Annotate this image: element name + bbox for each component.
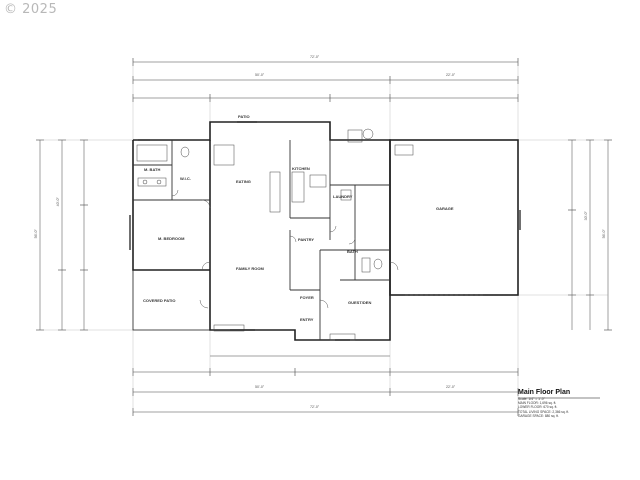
- dim-left-inner: 40'-0": [55, 197, 60, 207]
- dim-left-overall: 56'-0": [33, 229, 38, 239]
- room-label-entry: ENTRY: [300, 317, 314, 322]
- room-label-guest-bedroom: GUEST/DEN: [348, 300, 372, 305]
- plan-area-line: MAIN FLOOR: 1,696 sq. ft.: [518, 401, 557, 405]
- room-label-patio: PATIO: [238, 114, 250, 119]
- room-label-kitchen: KITCHEN: [292, 166, 310, 171]
- window-markers: [129, 121, 521, 341]
- door-swings: [171, 189, 399, 309]
- dim-right-overall: 56'-0": [601, 229, 606, 239]
- room-label-garage: GARAGE: [436, 206, 454, 211]
- dim-bottom-left: 50'-0": [255, 385, 265, 389]
- plan-scale: Scale: 1/4" = 1'-0": [518, 397, 545, 401]
- room-label-m-bedroom: M. BEDROOM: [158, 236, 185, 241]
- room-label-family-room: FAMILY ROOM: [236, 266, 264, 271]
- dim-overall-top: 72'-0": [310, 55, 320, 59]
- dimension-lines: [36, 58, 612, 416]
- dim-top-right: 22'-0": [446, 73, 456, 77]
- room-label-foyer: FOYER: [300, 295, 314, 300]
- exterior-walls: [132, 121, 519, 341]
- room-label-bath: BATH: [347, 249, 358, 254]
- plan-area-line: LOWER FLOOR: 670 sq. ft.: [518, 405, 558, 410]
- room-label-pantry: PANTRY: [298, 237, 314, 242]
- interior-walls: [133, 140, 390, 340]
- dim-top-left: 50'-0": [255, 73, 265, 77]
- room-label-m-bath: M. BATH: [144, 167, 161, 172]
- room-label-covered-patio: COVERED PATIO: [143, 298, 176, 303]
- room-label-laundry: LAUNDRY: [333, 194, 353, 199]
- title-block: Main Floor Plan Scale: 1/4" = 1'-0" MAIN…: [518, 389, 628, 418]
- dim-right-inner: 30'-0": [583, 211, 588, 221]
- fixtures: [136, 128, 485, 341]
- plan-area-line: TOTAL LIVING SPACE: 2,366 sq. ft.: [518, 409, 570, 414]
- plan-title: Main Floor Plan: [518, 389, 571, 396]
- room-label-wic: W.I.C.: [180, 176, 191, 181]
- dim-overall-bottom: 72'-0": [310, 405, 320, 409]
- dim-bottom-right: 22'-0": [446, 385, 456, 389]
- room-label-eating: EATING: [236, 179, 251, 184]
- plan-area-line: GARAGE SPACE: 880 sq. ft.: [518, 413, 559, 418]
- copyright-watermark: © 2025: [4, 2, 58, 17]
